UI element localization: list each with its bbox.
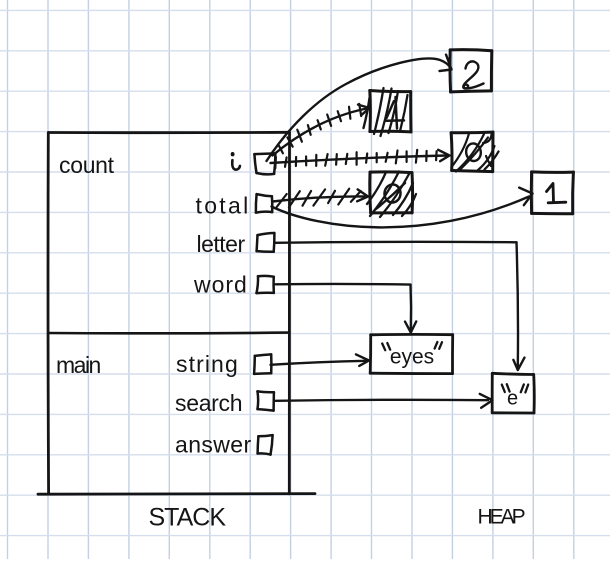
svg-text:total: total <box>196 193 251 219</box>
svg-text:eyes: eyes <box>390 346 434 369</box>
svg-text:STACK: STACK <box>149 504 227 532</box>
svg-text:word: word <box>193 272 248 298</box>
svg-text:HEAP: HEAP <box>478 506 525 529</box>
svg-text:string: string <box>176 351 239 377</box>
svg-text:answer: answer <box>175 432 252 458</box>
svg-text:search: search <box>175 390 242 416</box>
svg-text:main: main <box>56 352 101 378</box>
svg-text:letter: letter <box>197 231 246 257</box>
svg-text:e: e <box>507 388 518 410</box>
svg-text:count: count <box>59 152 115 178</box>
